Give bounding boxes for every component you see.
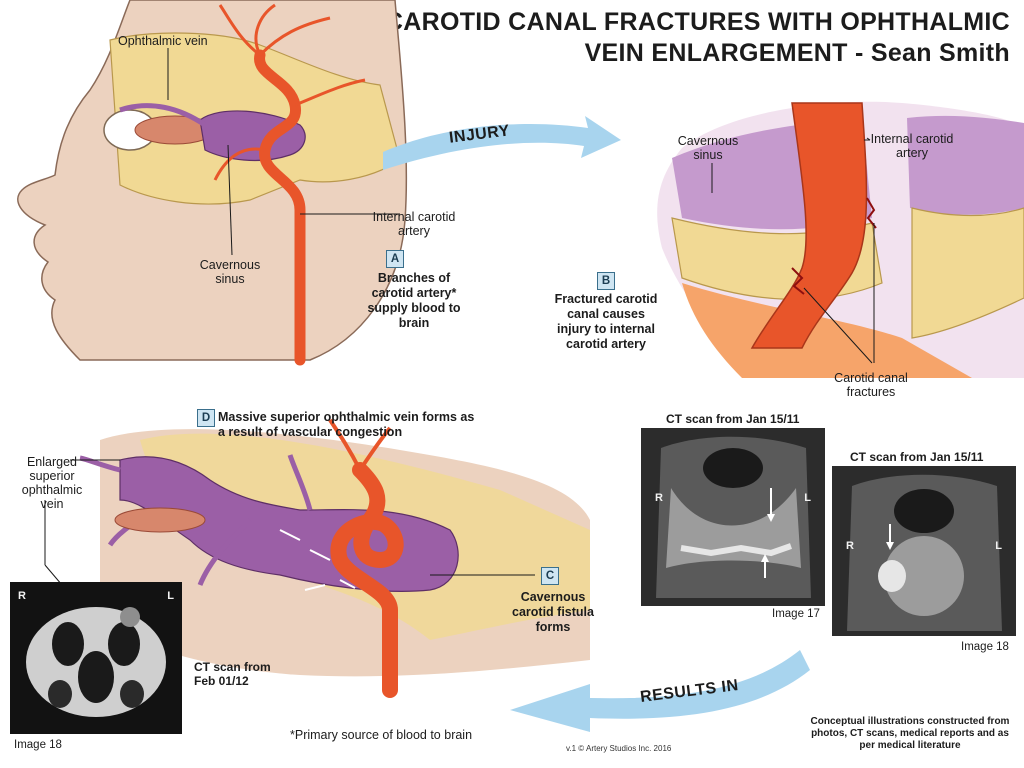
ct-17-image-label: Image 17 (772, 608, 820, 620)
ct-feb-marker-l: L (167, 590, 174, 602)
bone-b-right (911, 207, 1024, 339)
ct-17-marker-l: L (804, 492, 811, 504)
badge-b: B (597, 272, 615, 290)
flow-arrows (279, 529, 356, 591)
ct-17-title: CT scan from Jan 15/11 (666, 412, 800, 426)
eye-muscle-d (114, 507, 206, 533)
disclaimer-text: Conceptual illustrations constructed fro… (810, 716, 1010, 751)
results-in-arrow (510, 650, 810, 732)
ct-scan-feb-image: R L (10, 582, 182, 734)
ct-feb-image-label: Image 18 (14, 739, 62, 751)
caption-b: Fractured carotid canal causes injury to… (554, 292, 658, 351)
badge-c: C (541, 567, 559, 585)
label-ophthalmic-vein: Ophthalmic vein (118, 34, 208, 48)
ct-scan-17-image: R L (641, 428, 825, 606)
badge-a: A (386, 250, 404, 268)
ct-18a-marker-r: R (846, 540, 854, 552)
label-carotid-canal-fractures: Carotid canal fractures (834, 371, 908, 399)
title-line-1: CAROTID CANAL FRACTURES WITH OPHTHALMIC (384, 8, 1010, 36)
label-enlarged-vein: Enlarged superior ophthalmic vein (21, 455, 83, 511)
caption-d: Massive superior ophthalmic vein forms a… (218, 410, 475, 439)
label-internal-carotid-artery-a: Internal carotid artery (372, 210, 456, 238)
label-cavernous-sinus-b: Cavernous sinus (677, 134, 739, 162)
ct-18a-image-label: Image 18 (961, 641, 1009, 653)
badge-d: D (197, 409, 215, 427)
ct-scan-17-drawing (656, 436, 811, 598)
ct-feb-title: CT scan from Feb 01/12 (194, 660, 271, 688)
caption-a: Branches of carotid artery* supply blood… (367, 271, 461, 330)
cavernous-sinus-shape (199, 110, 306, 162)
panel-a-illustration (17, 0, 408, 366)
fracture-mark-2 (866, 197, 877, 229)
copyright-text: v.1 © Artery Studios Inc. 2016 (566, 744, 672, 753)
panel-b-illustration (657, 101, 1024, 378)
caption-c: Cavernous carotid fistula forms (512, 590, 594, 634)
artery-branches (213, 3, 366, 181)
ct-feb-marker-r: R (18, 590, 26, 602)
fracture-mark-1 (791, 267, 805, 295)
ct-scan-feb-drawing (26, 607, 166, 717)
title-line-2: VEIN ENLARGEMENT - Sean Smith (584, 39, 1010, 67)
ct-17-marker-r: R (655, 492, 663, 504)
ophthalmic-vein-shape (119, 103, 207, 128)
ct-18a-marker-l: L (995, 540, 1002, 552)
label-cavernous-sinus-a: Cavernous sinus (199, 258, 261, 286)
page-title: CAROTID CANAL FRACTURES WITH OPHTHALMIC … (385, 10, 1010, 66)
panel-d-illustration (44, 418, 590, 698)
artery-branches-d (328, 418, 392, 472)
ct-scan-18a-image: R L (832, 466, 1016, 636)
internal-carotid-artery-shape (254, 49, 306, 366)
panel-a-leaders (167, 48, 400, 256)
label-internal-carotid-artery-b: Internal carotid artery (870, 132, 954, 160)
tissue-b (682, 283, 972, 378)
internal-carotid-artery-d (330, 462, 404, 698)
footnote-primary-source: *Primary source of blood to brain (290, 728, 473, 742)
ct-scan-18a-drawing (847, 474, 1002, 631)
cavernous-sinus-b-right (907, 115, 1024, 215)
internal-carotid-artery-b (750, 102, 868, 349)
ct-18a-title: CT scan from Jan 15/11 (850, 450, 984, 464)
injury-arrow (383, 116, 621, 170)
